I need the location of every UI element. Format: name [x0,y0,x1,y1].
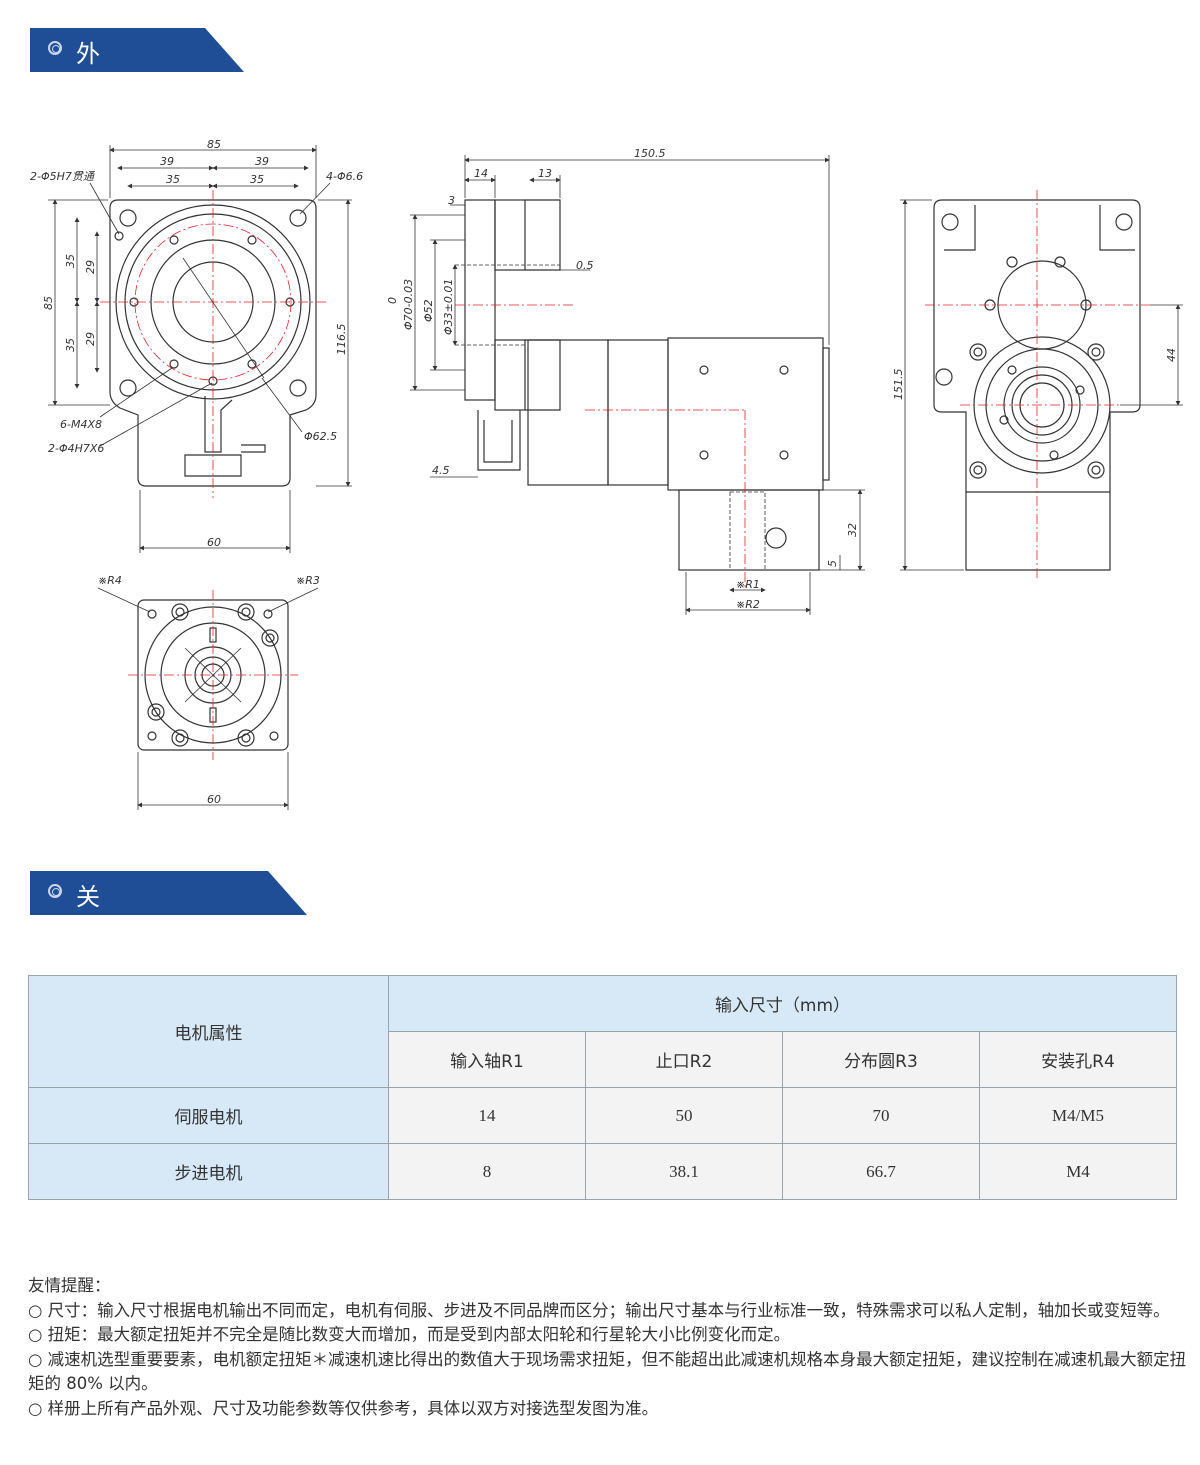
header-col: 止口R2 [585,1031,783,1088]
front-dimension-lines [48,145,352,553]
table-cell: M4 [979,1143,1177,1200]
dim-tol-0: 0 [386,297,399,304]
dim-150-5: 150.5 [634,147,666,160]
dim-29-upper: 29 [84,260,97,274]
row-label: 伺服电机 [28,1087,389,1144]
side-dimension-text: 150.5 14 13 3 0.5 Φ70-0.03 0 Φ52 Φ33±0.0… [386,147,859,611]
note-item: ○ 减速机选型重要要素，电机额定扭矩＊减速机速比得出的数值大于现场需求扭矩，但不… [28,1349,1187,1394]
side-dimension-lines [410,155,865,615]
header-motor-attribute: 电机属性 [28,975,389,1088]
side-center-lines [455,304,746,590]
dim-35-right: 35 [250,173,264,186]
side-view [464,199,830,571]
connection-dimension-table: 电机属性 输入尺寸（mm） 输入轴R1 止口R2 分布圆R3 安装孔R4 伺服电… [28,975,1177,1200]
dim-60-bottom: 60 [207,536,221,549]
notes-title: 友情提醒： [28,1276,111,1295]
table-cell: 14 [388,1087,586,1144]
header-col: 分布圆R3 [782,1031,980,1088]
dim-32: 32 [846,523,859,537]
note-item: ○ 样册上所有产品外观、尺寸及功能参数等仅供参考，具体以双方对接选型发图为准。 [28,1398,659,1418]
dim-5: 5 [826,560,839,567]
dim-44: 44 [1165,348,1178,362]
section-header-band [30,871,307,915]
section-title: 外形尺寸 [76,40,101,173]
note-item: ○ 尺寸：输入尺寸根据电机输出不同而定，电机有伺服、步进及不同品牌而区分；输出尺… [28,1300,1170,1320]
dim-116-5: 116.5 [335,324,348,356]
table-cell: 70 [782,1087,980,1144]
reminder-notes: 友情提醒： ○ 尺寸：输入尺寸根据电机输出不同而定，电机有伺服、步进及不同品牌而… [28,1274,1188,1421]
dim-14: 14 [474,167,488,180]
dim-r2: ※R2 [736,598,760,611]
table-header-row: 电机属性 输入尺寸（mm） [28,975,1177,1088]
dim-phi33: Φ33±0.01 [442,279,455,335]
table-cell: 66.7 [782,1143,980,1200]
dim-39-right: 39 [255,155,269,168]
dim-phi52: Φ52 [422,299,435,322]
table-cell: 50 [585,1087,783,1144]
dim-35-lower: 35 [64,338,77,352]
right-center-lines [925,190,1150,580]
table-cell: 8 [388,1143,586,1200]
ring-bullet-icon [48,884,62,898]
dim-r3: ※R3 [296,574,320,587]
dimension-drawings: 85 39 39 35 35 85 35 29 35 29 116.5 60 2… [30,138,1183,810]
note-item: ○ 扭矩：最大额定扭矩并不完全是随比数变大而增加，而是受到内部太阳轮和行星轮大小… [28,1325,791,1344]
table-row: 伺服电机 14 50 70 M4/M5 [28,1087,1177,1144]
front-dimension-text: 85 39 39 35 35 85 35 29 35 29 116.5 60 2… [30,138,363,549]
table-subheader-row: 输入轴R1 止口R2 分布圆R3 安装孔R4 [29,1031,1177,1088]
callout-6-m4x8: 6-M4X8 [60,418,102,431]
dim-39-left: 39 [160,155,174,168]
table-row: 步进电机 8 38.1 66.7 M4 [28,1143,1177,1200]
dim-85-top: 85 [207,138,221,151]
input-dimension-lines [97,587,319,810]
callout-4-phi6-6: 4-Φ6.6 [326,170,363,183]
header-col: 安装孔R4 [979,1031,1177,1088]
right-dimension-text: 151.5 44 [892,348,1178,400]
dim-r4: ※R4 [98,574,122,587]
ring-bullet-icon [48,41,62,55]
dim-phi70: Φ70-0.03 [402,279,415,330]
header-input-size: 输入尺寸（mm） [388,975,1177,1032]
dim-13: 13 [538,167,552,180]
section-header-band [30,28,244,72]
dim-151-5: 151.5 [892,369,905,401]
callout-2-phi5h7: 2-Φ5H7贯通 [30,170,96,183]
dim-85-side: 85 [42,296,55,310]
dim-3: 3 [448,194,455,207]
input-dimension-text: ※R4 ※R3 60 [98,574,320,806]
table-cell: 38.1 [585,1143,783,1200]
dim-4-5: 4.5 [432,464,450,477]
dim-60-input: 60 [207,793,221,806]
dim-0-5: 0.5 [576,259,594,272]
dim-35-left: 35 [166,173,180,186]
dim-29-lower: 29 [84,332,97,346]
dim-r1: ※R1 [736,578,760,591]
row-label: 步进电机 [28,1143,389,1200]
dim-35-upper: 35 [64,254,77,268]
callout-phi62-5: Φ62.5 [304,430,337,443]
table-cell: M4/M5 [979,1087,1177,1144]
front-center-lines [100,190,326,498]
side-hidden-lines [455,264,766,571]
callout-2-phi4h7x6: 2-Φ4H7X6 [48,442,104,455]
header-col: 输入轴R1 [388,1031,586,1088]
right-dimension-lines [900,199,1183,571]
